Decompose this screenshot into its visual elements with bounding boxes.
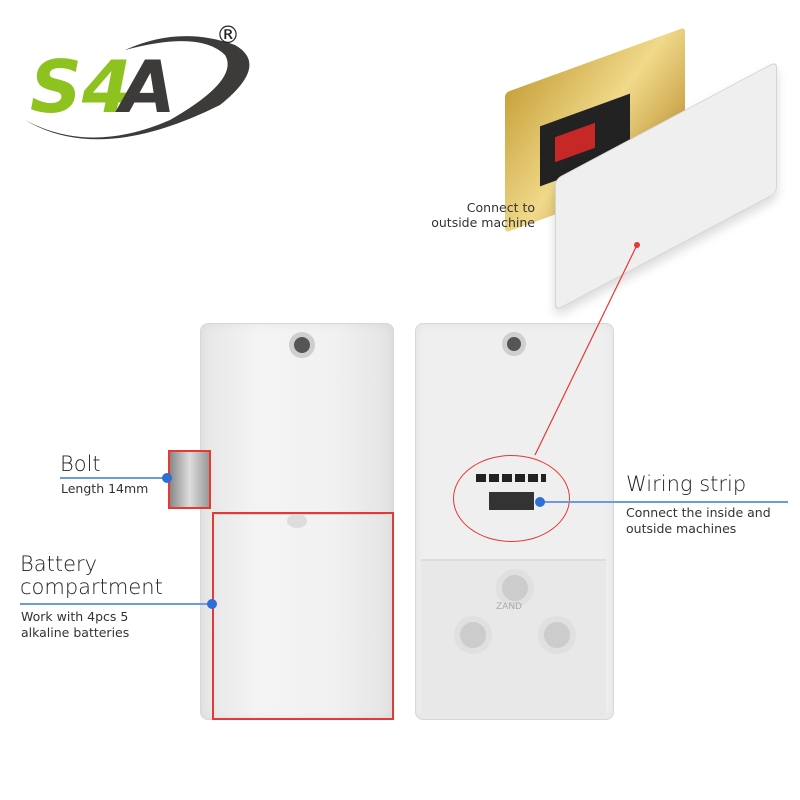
bolt-sub: Length 14mm <box>61 481 149 496</box>
mounting-hole <box>502 332 526 356</box>
battery-pointer-dot <box>207 599 217 609</box>
battery-highlight <box>212 512 394 720</box>
svg-text:S4: S4 <box>30 45 132 129</box>
connect-callout: Connect to outside machine <box>400 200 535 230</box>
bolt-title: Bolt <box>60 452 101 476</box>
svg-text:A: A <box>115 45 176 129</box>
wiring-title: Wiring strip <box>626 472 747 496</box>
bolt-pointer-dot <box>162 473 172 483</box>
battery-title-1: Battery <box>20 552 98 576</box>
wiring-sub-2: outside machines <box>626 521 737 536</box>
battery-sub-2: alkaline batteries <box>21 625 130 640</box>
battery-title-2: compartment <box>20 575 163 599</box>
wiring-pointer-dot <box>535 497 545 507</box>
battery-sub-1: Work with 4pcs 5 <box>21 609 129 624</box>
bolt-highlight <box>168 450 211 509</box>
wiring-strip-highlight <box>453 455 570 542</box>
connect-line1: Connect to <box>466 200 535 215</box>
registered-mark: ® <box>216 21 240 49</box>
lock-front-panel <box>200 323 394 720</box>
brand-logo: S4 A ® <box>25 21 250 140</box>
product-marking: ZAND <box>496 602 522 612</box>
mounting-hole <box>289 332 315 358</box>
wiring-sub-1: Connect the inside and <box>626 505 771 520</box>
connect-line2: outside machine <box>431 215 535 230</box>
outside-machine-image <box>495 27 785 312</box>
